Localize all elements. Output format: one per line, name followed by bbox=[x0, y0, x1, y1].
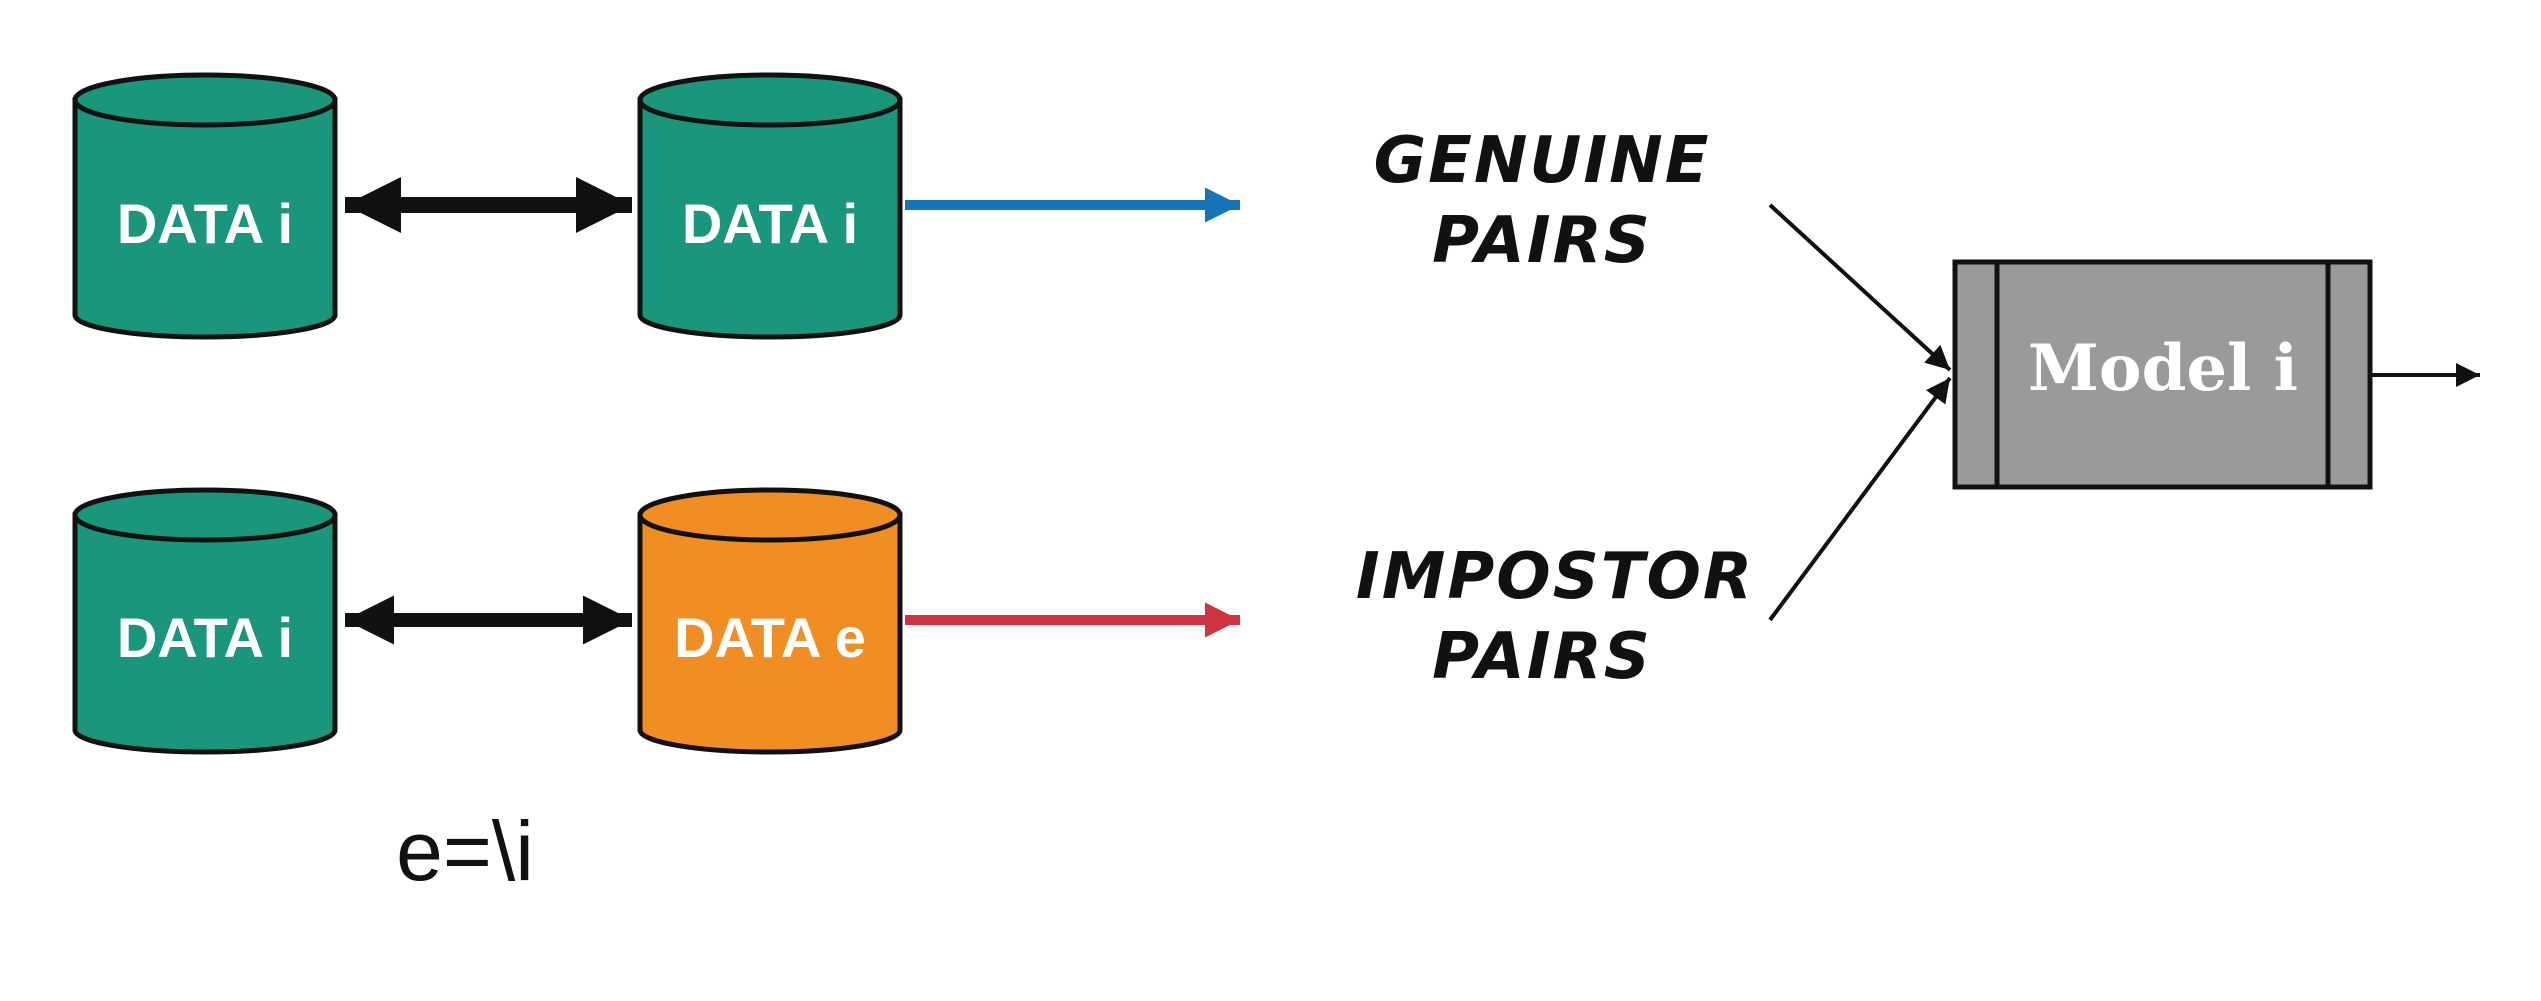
database-top-left: DATA i bbox=[72, 72, 338, 340]
model-box: Model i bbox=[1952, 259, 2373, 490]
database-bottom-left: DATA i bbox=[72, 487, 338, 755]
note-label: e=\i bbox=[396, 804, 534, 898]
impostor-line2: PAIRS bbox=[1432, 620, 1652, 694]
genuine-line1: GENUINE bbox=[1374, 124, 1711, 198]
database-label: DATA i bbox=[117, 192, 293, 255]
database-label: DATA i bbox=[117, 606, 293, 669]
model-label: Model i bbox=[2028, 331, 2298, 406]
database-bottom-right: DATA e bbox=[637, 487, 903, 755]
impostor-line1: IMPOSTOR bbox=[1356, 540, 1754, 614]
genuine-to-model-arrow bbox=[1768, 203, 1952, 372]
genuine-line2: PAIRS bbox=[1432, 204, 1652, 278]
database-label: DATA e bbox=[674, 606, 866, 669]
impostor-to-model-arrow bbox=[1768, 376, 1952, 622]
impostor-pairs-label: IMPOSTOR PAIRS bbox=[1356, 540, 1754, 694]
database-label: DATA i bbox=[682, 192, 858, 255]
genuine-pairs-label: GENUINE PAIRS bbox=[1374, 124, 1711, 278]
database-top-right: DATA i bbox=[637, 72, 903, 340]
